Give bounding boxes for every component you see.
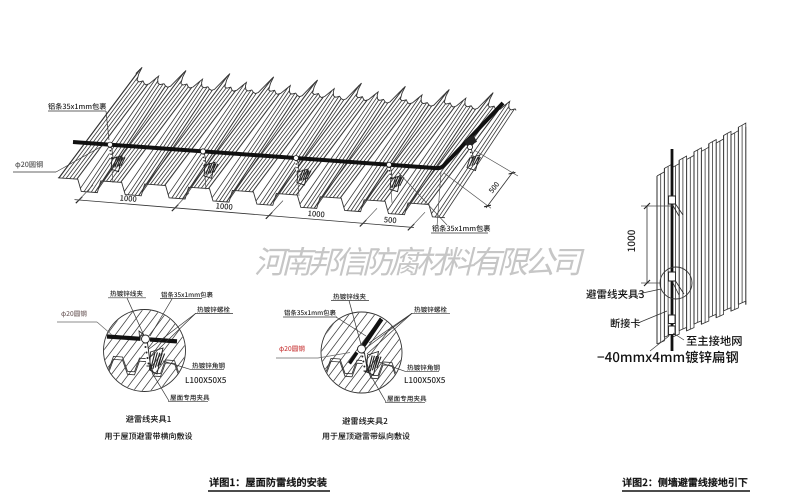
svg-text:河南邦信防腐材料有限公司: 河南邦信防腐材料有限公司 <box>254 245 585 280</box>
